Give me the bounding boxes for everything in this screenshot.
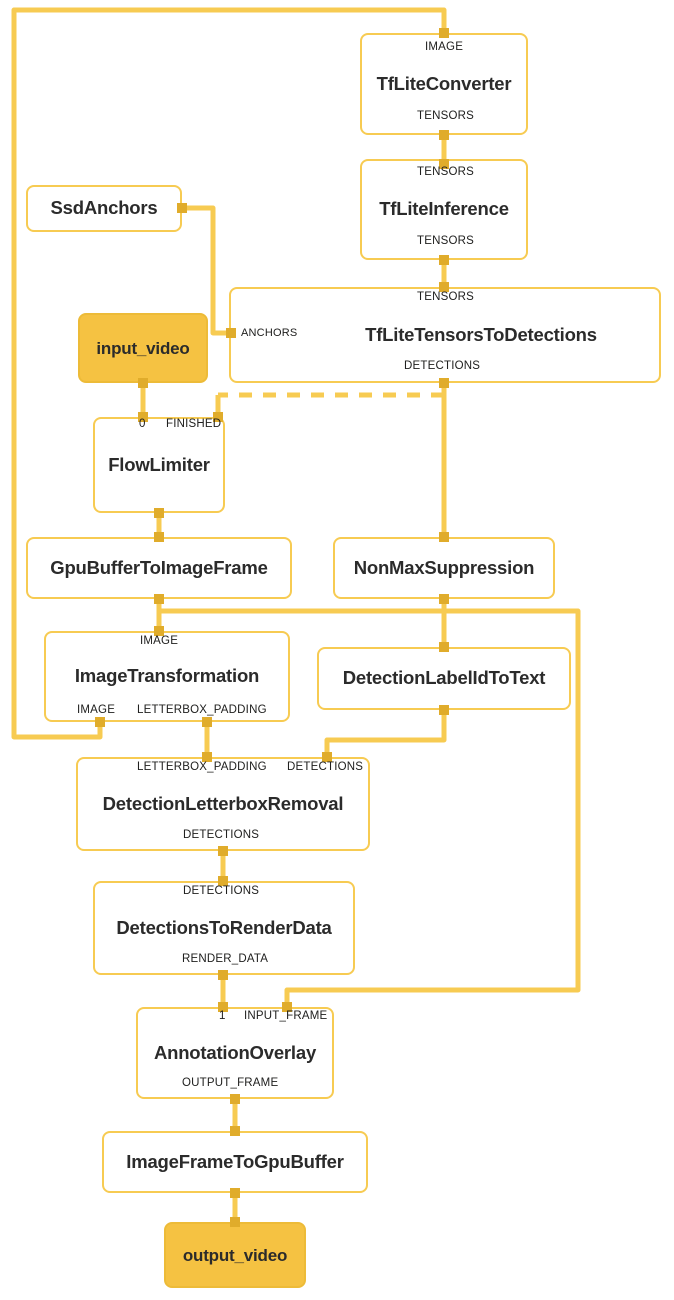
port-annotationoverlay-input-frame-in[interactable] [282, 1002, 292, 1012]
node-label: ImageFrameToGpuBuffer [126, 1150, 344, 1172]
port-label-detections: DETECTIONS [183, 885, 260, 897]
port-detectionstorenderdata-detections-in[interactable] [218, 876, 228, 886]
edge-ssdanchors-to-tensorstodetections [182, 205, 231, 336]
port-label-output-frame: OUTPUT_FRAME [182, 1077, 279, 1089]
node-label: TfLiteConverter [376, 72, 512, 94]
node-label: output_video [182, 1245, 288, 1265]
node-input-video[interactable]: input_video [78, 313, 208, 383]
node-label: input_video [96, 338, 190, 358]
node-label: DetectionLabelIdToText [342, 667, 546, 689]
node-gpubuffertoimageframe[interactable]: GpuBufferToImageFrame [26, 537, 292, 599]
port-label-tensors: TENSORS [417, 110, 474, 122]
port-tensorstodetections-anchors-in[interactable] [226, 328, 236, 338]
port-label-tensors: TENSORS [417, 235, 474, 247]
node-label: GpuBufferToImageFrame [50, 556, 268, 578]
node-ssdanchors[interactable]: SsdAnchors [26, 185, 182, 232]
port-imageframetogpubuffer-in[interactable] [230, 1126, 240, 1136]
port-flowlimiter-0-in[interactable] [138, 412, 148, 422]
node-label: DetectionsToRenderData [116, 916, 332, 938]
port-imageframetogpubuffer-out[interactable] [230, 1188, 240, 1198]
port-detectionstorenderdata-render-out[interactable] [218, 970, 228, 980]
port-label-detections: DETECTIONS [183, 829, 260, 841]
port-tfliteinference-tensors-out[interactable] [439, 255, 449, 265]
port-label-input-frame: INPUT_FRAME [244, 1010, 328, 1022]
port-label-letterbox-padding: LETTERBOX_PADDING [137, 704, 267, 716]
port-flowlimiter-out[interactable] [154, 508, 164, 518]
port-gpubuffertoimageframe-in[interactable] [154, 532, 164, 542]
node-detectionstorenderdata[interactable]: DetectionsToRenderData [93, 881, 355, 975]
edge-gpubuffer-to-annotationoverlay [159, 608, 581, 1007]
node-label: DetectionLetterboxRemoval [102, 792, 344, 814]
port-annotationoverlay-output-frame-out[interactable] [230, 1094, 240, 1104]
port-output-video-in[interactable] [230, 1217, 240, 1227]
port-imagetransformation-image-out[interactable] [95, 717, 105, 727]
port-label-1: 1 [219, 1010, 226, 1022]
port-letterboxremoval-detections-out[interactable] [218, 846, 228, 856]
port-tfliteconverter-image-in[interactable] [439, 28, 449, 38]
edge-detectionlabelidtotext-to-letterboxremoval [324, 710, 447, 757]
port-ssdanchors-out[interactable] [177, 203, 187, 213]
node-flowlimiter[interactable]: FlowLimiter [93, 417, 225, 513]
node-nonmaxsuppression[interactable]: NonMaxSuppression [333, 537, 555, 599]
node-annotationoverlay[interactable]: AnnotationOverlay [136, 1007, 334, 1099]
port-detectionlabelidtotext-out[interactable] [439, 705, 449, 715]
node-output-video[interactable]: output_video [164, 1222, 306, 1288]
port-label-image: IMAGE [77, 704, 116, 716]
port-gpubuffertoimageframe-out[interactable] [154, 594, 164, 604]
node-label: AnnotationOverlay [153, 1041, 317, 1063]
port-label-detections: DETECTIONS [287, 761, 364, 773]
port-label-tensors: TENSORS [417, 291, 474, 303]
port-flowlimiter-finished-in[interactable] [213, 412, 223, 422]
port-input-video-out[interactable] [138, 378, 148, 388]
port-label-image: IMAGE [140, 635, 179, 647]
port-detectionlabelidtotext-in[interactable] [439, 642, 449, 652]
edge-imagetransformation-to-tfliteconverter [11, 7, 447, 740]
node-label: NonMaxSuppression [353, 556, 535, 578]
node-imagetransformation[interactable]: ImageTransformation [44, 631, 290, 722]
node-imageframetogpubuffer[interactable]: ImageFrameToGpuBuffer [102, 1131, 368, 1193]
port-label-finished: FINISHED [166, 418, 222, 430]
port-tensorstodetections-detections-out[interactable] [439, 378, 449, 388]
node-label: SsdAnchors [50, 197, 158, 219]
port-annotationoverlay-1-in[interactable] [218, 1002, 228, 1012]
port-imagetransformation-letterbox-out[interactable] [202, 717, 212, 727]
port-letterboxremoval-detections-in[interactable] [322, 752, 332, 762]
port-nonmaxsuppression-in[interactable] [439, 532, 449, 542]
node-detectionletterboxremoval[interactable]: DetectionLetterboxRemoval [76, 757, 370, 851]
port-label-image: IMAGE [425, 41, 464, 53]
port-label-tensors: TENSORS [417, 166, 474, 178]
node-label: FlowLimiter [108, 453, 210, 475]
port-imagetransformation-image-in[interactable] [154, 626, 164, 636]
port-tfliteconverter-tensors-out[interactable] [439, 130, 449, 140]
port-label-detections: DETECTIONS [404, 360, 481, 372]
port-tfliteinference-tensors-in[interactable] [439, 159, 449, 169]
node-detectionlabelidtotext[interactable]: DetectionLabelIdToText [317, 647, 571, 710]
port-nonmaxsuppression-out[interactable] [439, 594, 449, 604]
node-label: TfLiteTensorsToDetections [365, 323, 597, 345]
port-label-render-data: RENDER_DATA [182, 953, 269, 965]
node-label: ImageTransformation [74, 665, 260, 687]
node-label: TfLiteInference [379, 198, 509, 220]
port-label-anchors: ANCHORS [241, 327, 298, 339]
port-letterboxremoval-letterbox-in[interactable] [202, 752, 212, 762]
port-label-0: 0 [139, 418, 146, 430]
port-tensorstodetections-tensors-in[interactable] [439, 282, 449, 292]
port-label-letterbox-padding: LETTERBOX_PADDING [137, 761, 267, 773]
